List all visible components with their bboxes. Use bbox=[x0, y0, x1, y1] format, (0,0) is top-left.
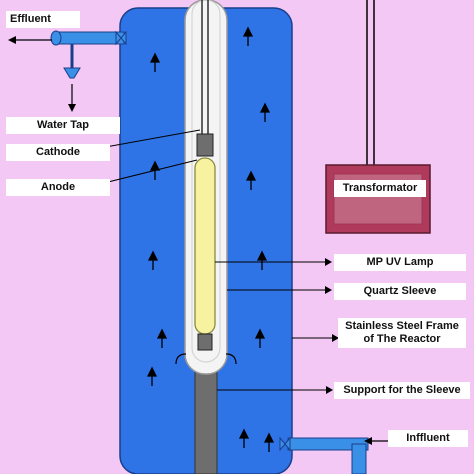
leader-quartz-sleeve-head bbox=[325, 286, 332, 294]
mp-uv-lamp bbox=[194, 157, 216, 335]
influent-arrow-head bbox=[364, 437, 372, 445]
up-flow-arrow bbox=[147, 250, 159, 270]
up-flow-arrow bbox=[259, 102, 271, 122]
influent-valve-icon bbox=[279, 436, 291, 452]
effluent-pipe-end bbox=[50, 30, 62, 46]
curved-flow-arrow-right bbox=[225, 353, 237, 365]
effluent-label: Effluent bbox=[6, 11, 80, 28]
anode-label: Anode bbox=[6, 179, 110, 196]
cathode-label: Cathode bbox=[6, 144, 110, 161]
water-tap-label: Water Tap bbox=[6, 117, 120, 134]
flow-arrows bbox=[146, 26, 275, 452]
valve-icon bbox=[115, 30, 127, 46]
up-flow-arrow bbox=[254, 328, 266, 348]
up-flow-arrow bbox=[263, 432, 275, 452]
quartz-sleeve-inner bbox=[191, 0, 221, 363]
up-flow-arrow bbox=[146, 366, 158, 386]
support-sleeve-label: Support for the Sleeve bbox=[334, 382, 470, 399]
up-flow-arrow bbox=[149, 52, 161, 72]
influent-pipe-down bbox=[351, 443, 367, 474]
up-flow-arrow bbox=[242, 26, 254, 46]
mp-uv-lamp-label: MP UV Lamp bbox=[334, 254, 466, 271]
up-flow-arrow bbox=[156, 328, 168, 348]
leader-uv-lamp-head bbox=[325, 258, 332, 266]
leader-anode bbox=[99, 159, 198, 185]
curved-flow-arrow-left bbox=[175, 353, 187, 365]
leader-steel-frame-head bbox=[332, 334, 339, 342]
water-tap-icon bbox=[63, 67, 81, 79]
steel-frame-label: Stainless Steel Frame of The Reactor bbox=[338, 318, 466, 348]
leader-cathode bbox=[99, 129, 201, 149]
transformator-box bbox=[325, 164, 431, 234]
steel-frame-label-line1: Stainless Steel Frame bbox=[345, 320, 459, 332]
sleeve-support-rod bbox=[194, 371, 218, 474]
water-tap-arrow-head bbox=[68, 104, 76, 112]
cathode-cap bbox=[196, 133, 214, 157]
up-flow-arrow bbox=[245, 170, 257, 190]
transformator-label: Transformator bbox=[334, 180, 426, 197]
steel-frame-label-line2: of The Reactor bbox=[363, 333, 441, 345]
anode-cap bbox=[197, 333, 213, 351]
up-flow-arrow bbox=[256, 250, 268, 270]
quartz-sleeve-label: Quartz Sleeve bbox=[334, 283, 466, 300]
up-flow-arrow bbox=[238, 428, 250, 448]
influent-label: Inffluent bbox=[388, 430, 468, 447]
effluent-arrow-head bbox=[8, 36, 16, 44]
effluent-pipe bbox=[53, 31, 125, 45]
leader-support-head bbox=[326, 386, 333, 394]
